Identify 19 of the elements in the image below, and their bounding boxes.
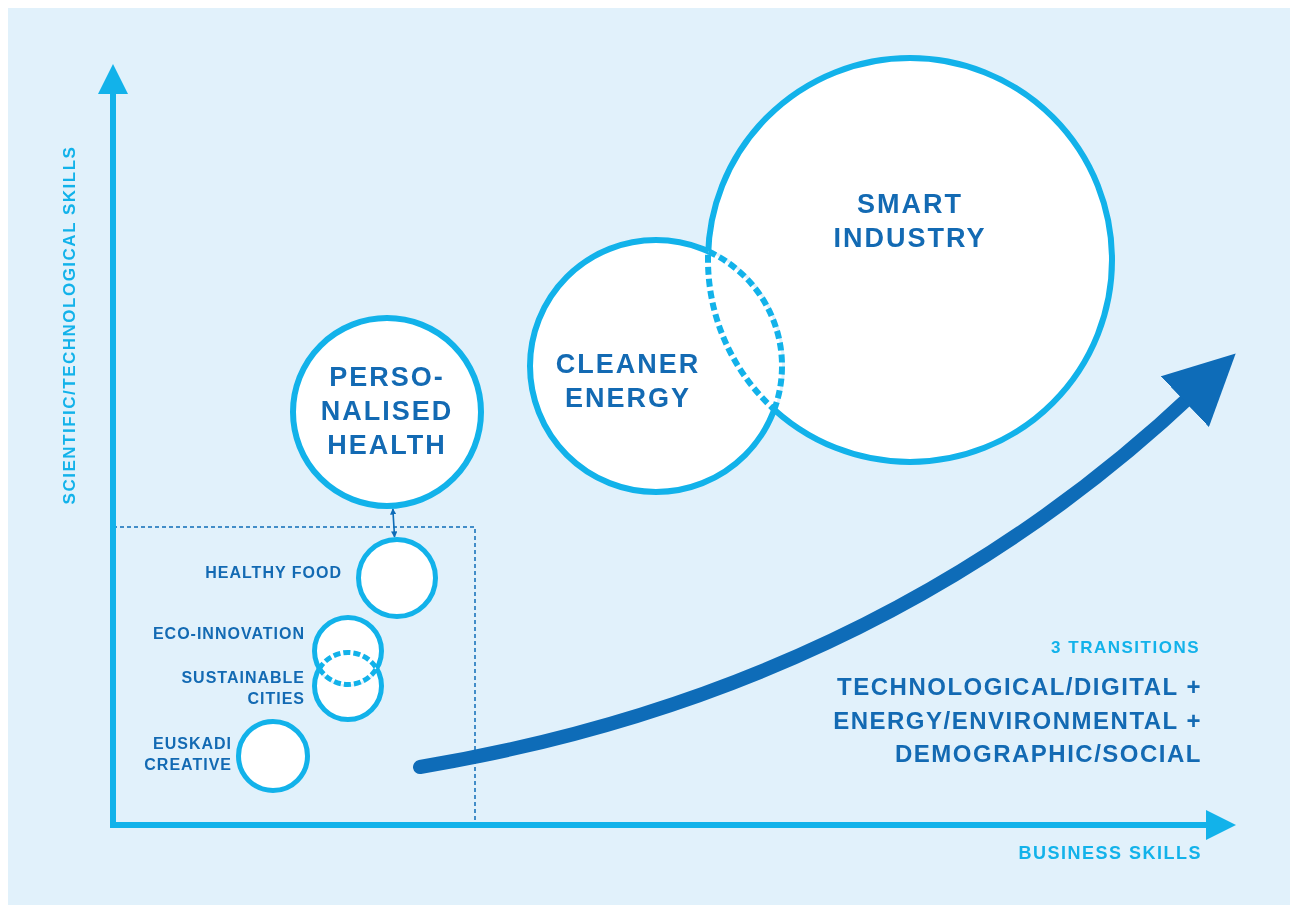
topic-circle bbox=[356, 537, 438, 619]
topic-label: ECO-INNOVATION bbox=[151, 624, 305, 644]
topic-label: SMART INDUSTRY bbox=[832, 188, 988, 255]
topic-label: CLEANER ENERGY bbox=[554, 348, 702, 415]
topic-label: EUSKADI CREATIVE bbox=[143, 734, 232, 775]
topic-circle bbox=[705, 55, 1115, 465]
topic-label: HEALTHY FOOD bbox=[204, 563, 342, 583]
topic-circle bbox=[312, 615, 384, 687]
annotation-text: TECHNOLOGICAL/DIGITAL + ENERGY/ENVIRONMENTAL + DEMOGRAPHIC/SOCIAL bbox=[832, 672, 1202, 770]
topic-circle bbox=[290, 315, 484, 509]
axis-title: SCIENTIFIC/TECHNOLOGICAL SKILLS bbox=[60, 145, 80, 505]
topic-label: SUSTAINABLE CITIES bbox=[180, 668, 305, 709]
topic-circle bbox=[527, 237, 785, 495]
topic-circle bbox=[312, 650, 384, 722]
topic-circle bbox=[236, 719, 310, 793]
connector-arrow bbox=[390, 508, 398, 538]
topic-label: PERSO- NALISED HEALTH bbox=[319, 361, 455, 462]
annotation-heading: 3 TRANSITIONS bbox=[1050, 638, 1200, 658]
axis-title: BUSINESS SKILLS bbox=[1017, 843, 1202, 864]
